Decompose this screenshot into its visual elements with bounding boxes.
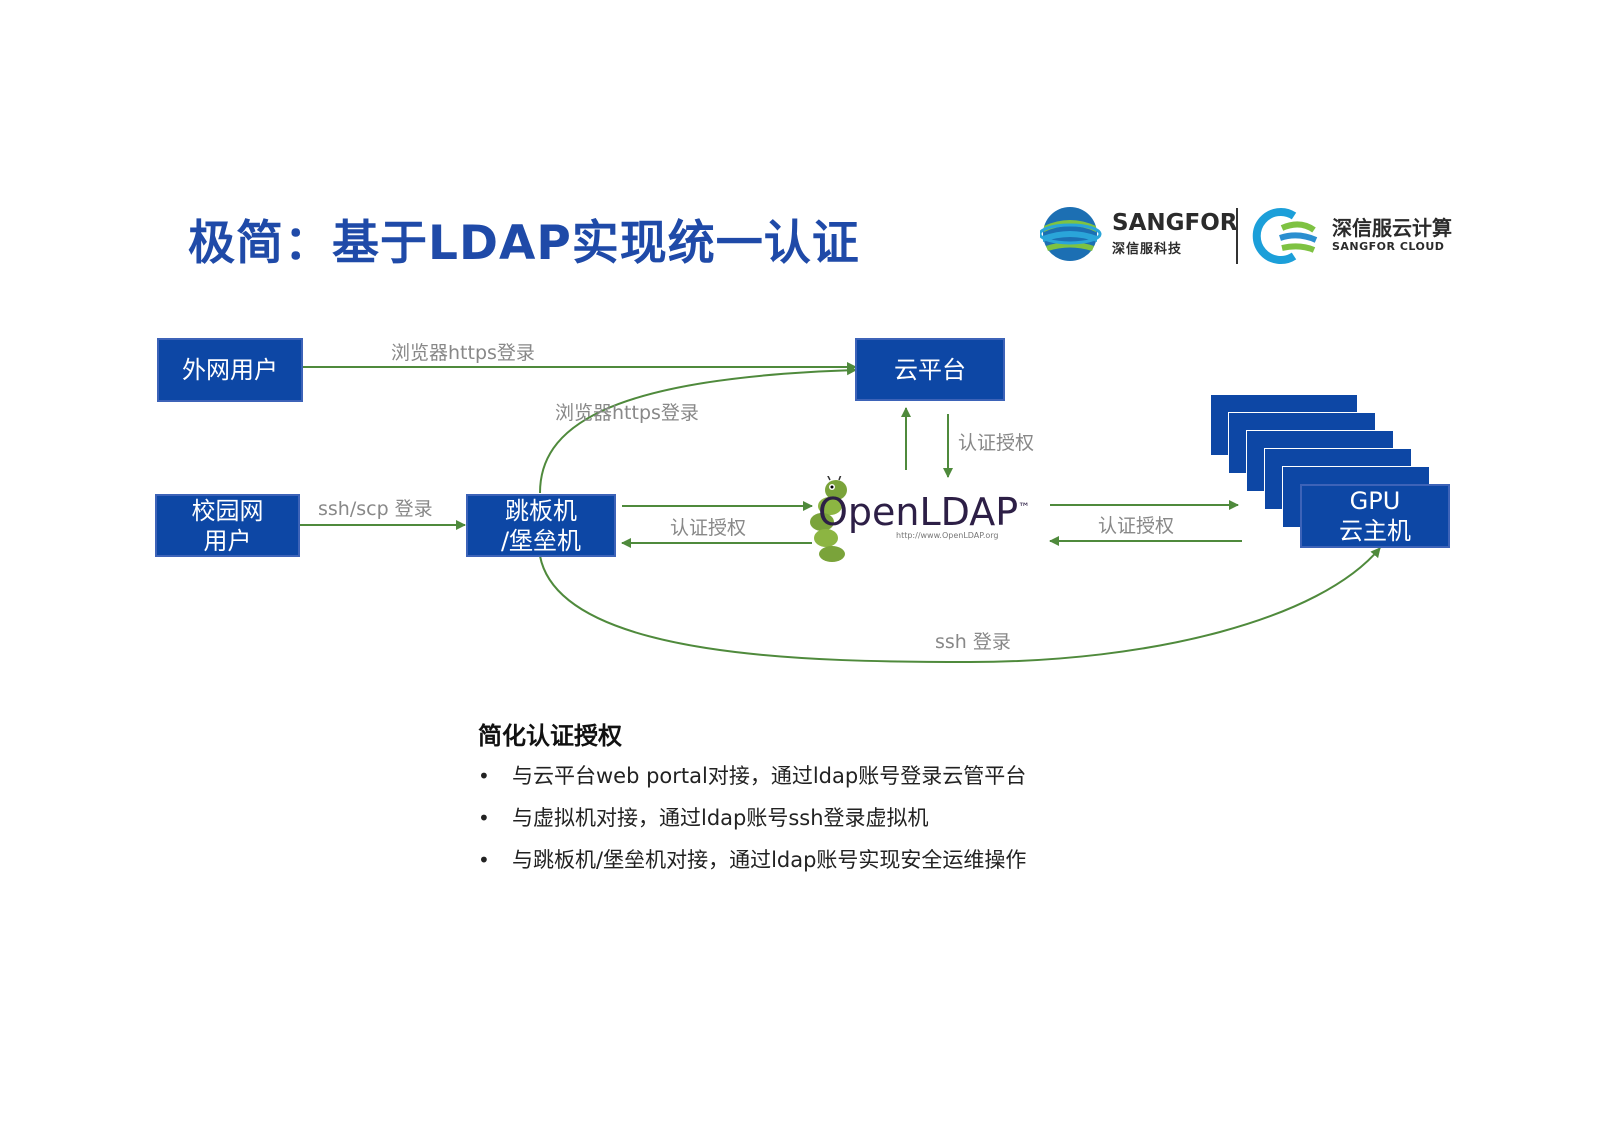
edge-label-auth-cloud: 认证授权 <box>958 432 1035 454</box>
logo-area: SANGFOR 深信服科技 深信服云计算 SANGFOR CLOUD <box>1040 204 1460 274</box>
edge-label-ssh-login: ssh 登录 <box>935 631 1011 653</box>
sangfor-cloud-icon <box>1252 208 1318 264</box>
bullet-marker: • <box>478 764 490 788</box>
edge-label-ssh-scp: ssh/scp 登录 <box>318 498 433 520</box>
openldap-url: http://www.OpenLDAP.org <box>896 531 999 540</box>
campus-user-node: 校园网 用户 <box>155 494 300 557</box>
campus-user-label-line1: 校园网 <box>191 496 264 525</box>
sangfor-globe-icon <box>1040 207 1102 261</box>
feature-item: • 与跳板机/堡垒机对接，通过ldap账号实现安全运维操作 <box>478 844 1026 886</box>
feature-item-text: 与跳板机/堡垒机对接，通过ldap账号实现安全运维操作 <box>512 848 1027 872</box>
edge-label-browser-https-curve: 浏览器https登录 <box>555 402 699 424</box>
cloud-logo-cn: 深信服云计算 <box>1332 216 1452 240</box>
openldap-mascot-icon <box>810 476 847 562</box>
feature-item-text: 与云平台web portal对接，通过ldap账号登录云管平台 <box>512 764 1027 788</box>
sangfor-logo-text: SANGFOR <box>1112 210 1238 236</box>
edge-label-auth-gpu: 认证授权 <box>1098 515 1175 537</box>
cloud-platform-node: 云平台 <box>855 338 1005 401</box>
gpu-host-label-line1: GPU <box>1349 487 1401 515</box>
edge-jump-to-cloud-curve <box>539 365 857 494</box>
campus-user-label-line2: 用户 <box>203 526 252 555</box>
feature-item: • 与虚拟机对接，通过ldap账号ssh登录虚拟机 <box>478 802 1026 844</box>
cloud-logo-en: SANGFOR CLOUD <box>1332 240 1445 253</box>
gpu-host-label-line2: 云主机 <box>1339 517 1411 545</box>
gpu-host-node: GPU 云主机 <box>1300 484 1450 548</box>
jump-server-label-line1: 跳板机 <box>505 496 577 525</box>
page-title: 极简：基于LDAP实现统一认证 <box>188 216 860 271</box>
feature-item: • 与云平台web portal对接，通过ldap账号登录云管平台 <box>478 760 1026 802</box>
bullet-marker: • <box>478 848 490 872</box>
feature-list: • 与云平台web portal对接，通过ldap账号登录云管平台 • 与虚拟机对接… <box>478 760 1026 886</box>
logo-divider <box>1236 208 1238 264</box>
openldap-trademark: ™ <box>1018 500 1031 515</box>
cloud-platform-label: 云平台 <box>894 355 966 384</box>
section-heading: 简化认证授权 <box>478 722 622 750</box>
external-user-node: 外网用户 <box>157 338 303 402</box>
openldap-logo-text: OpenLDAP™ <box>818 490 1030 534</box>
jump-server-label-line2: /堡垒机 <box>500 526 582 555</box>
sangfor-logo-cn: 深信服科技 <box>1112 242 1183 257</box>
edge-jump-to-gpu-ssh <box>539 547 1381 664</box>
openldap-logo-word: OpenLDAP <box>818 490 1019 534</box>
edge-label-auth-jump: 认证授权 <box>670 517 747 539</box>
feature-item-text: 与虚拟机对接，通过ldap账号ssh登录虚拟机 <box>512 806 929 830</box>
edge-label-browser-https-top: 浏览器https登录 <box>391 342 535 364</box>
external-user-label: 外网用户 <box>182 356 278 384</box>
bullet-marker: • <box>478 806 490 830</box>
jump-server-node: 跳板机 /堡垒机 <box>466 494 616 557</box>
